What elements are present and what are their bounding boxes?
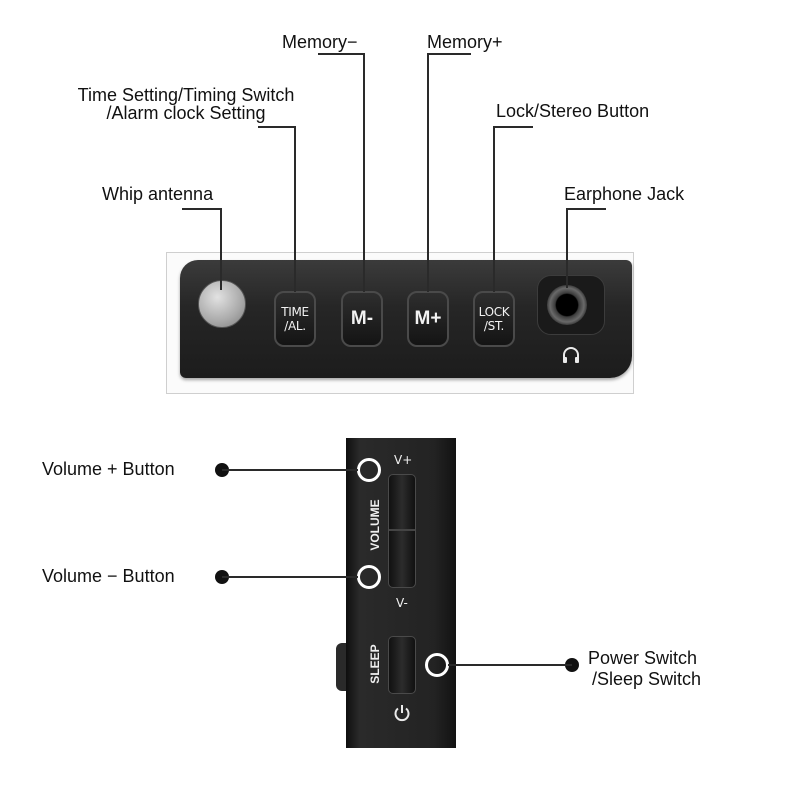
- power-switch-label-line2: /Sleep Switch: [592, 669, 702, 689]
- memory-plus-button-label: M+: [414, 308, 442, 329]
- volume-minus-label: Volume − Button: [42, 566, 175, 586]
- time-setting-label-line2: /Alarm clock Setting: [106, 103, 266, 123]
- power-icon: [394, 705, 410, 722]
- time-setting-label-line1: Time Setting/Timing Switch: [77, 85, 295, 105]
- memory-plus-leader: [427, 53, 429, 292]
- headphone-icon: [563, 347, 579, 363]
- antenna-leader-h: [182, 208, 222, 210]
- power-sleep-button[interactable]: [388, 636, 416, 694]
- memory-minus-leader: [363, 53, 365, 292]
- earphone-jack-label: Earphone Jack: [564, 184, 685, 204]
- v-plus-marking: V+: [394, 453, 413, 467]
- memory-plus-label: Memory+: [427, 32, 503, 52]
- lock-button-line1: LOCK: [478, 305, 510, 319]
- power-leader: [448, 664, 572, 666]
- power-switch-label-line1: Power Switch: [588, 648, 698, 668]
- volume-plus-ring: [357, 458, 381, 482]
- time-leader: [294, 126, 296, 292]
- memory-plus-button[interactable]: M+: [407, 291, 449, 347]
- volume-minus-leader: [222, 576, 358, 578]
- jack-leader-h: [566, 208, 606, 210]
- lock-leader-h: [493, 126, 533, 128]
- whip-antenna-label: Whip antenna: [102, 184, 214, 204]
- volume-rocker[interactable]: [388, 474, 416, 588]
- volume-minus-ring: [357, 565, 381, 589]
- antenna-leader: [220, 208, 222, 290]
- time-alarm-button[interactable]: TIME /AL.: [274, 291, 316, 347]
- memory-plus-leader-h: [427, 53, 471, 55]
- memory-minus-leader-h: [318, 53, 364, 55]
- lock-button-line2: /ST.: [483, 319, 505, 333]
- volume-plus-label: Volume + Button: [42, 459, 175, 479]
- memory-minus-button[interactable]: M-: [341, 291, 383, 347]
- lock-stereo-button[interactable]: LOCK /ST.: [473, 291, 515, 347]
- power-ring: [425, 653, 449, 677]
- jack-leader: [566, 208, 568, 288]
- memory-minus-button-label: M-: [350, 308, 374, 329]
- lock-stereo-label: Lock/Stereo Button: [496, 101, 650, 121]
- volume-rocker-divider: [389, 529, 415, 531]
- memory-minus-label: Memory−: [282, 32, 358, 52]
- time-button-line1: TIME: [281, 305, 309, 319]
- power-dot: [565, 658, 579, 672]
- time-leader-h: [258, 126, 296, 128]
- time-button-line2: /AL.: [284, 319, 306, 333]
- volume-marking: VOLUME: [368, 499, 382, 551]
- whip-antenna-knob: [198, 280, 246, 328]
- lock-leader: [493, 126, 495, 292]
- v-minus-marking: V-: [396, 596, 408, 610]
- earphone-jack[interactable]: [547, 285, 587, 325]
- sleep-marking: SLEEP: [368, 644, 382, 684]
- volume-plus-leader: [222, 469, 358, 471]
